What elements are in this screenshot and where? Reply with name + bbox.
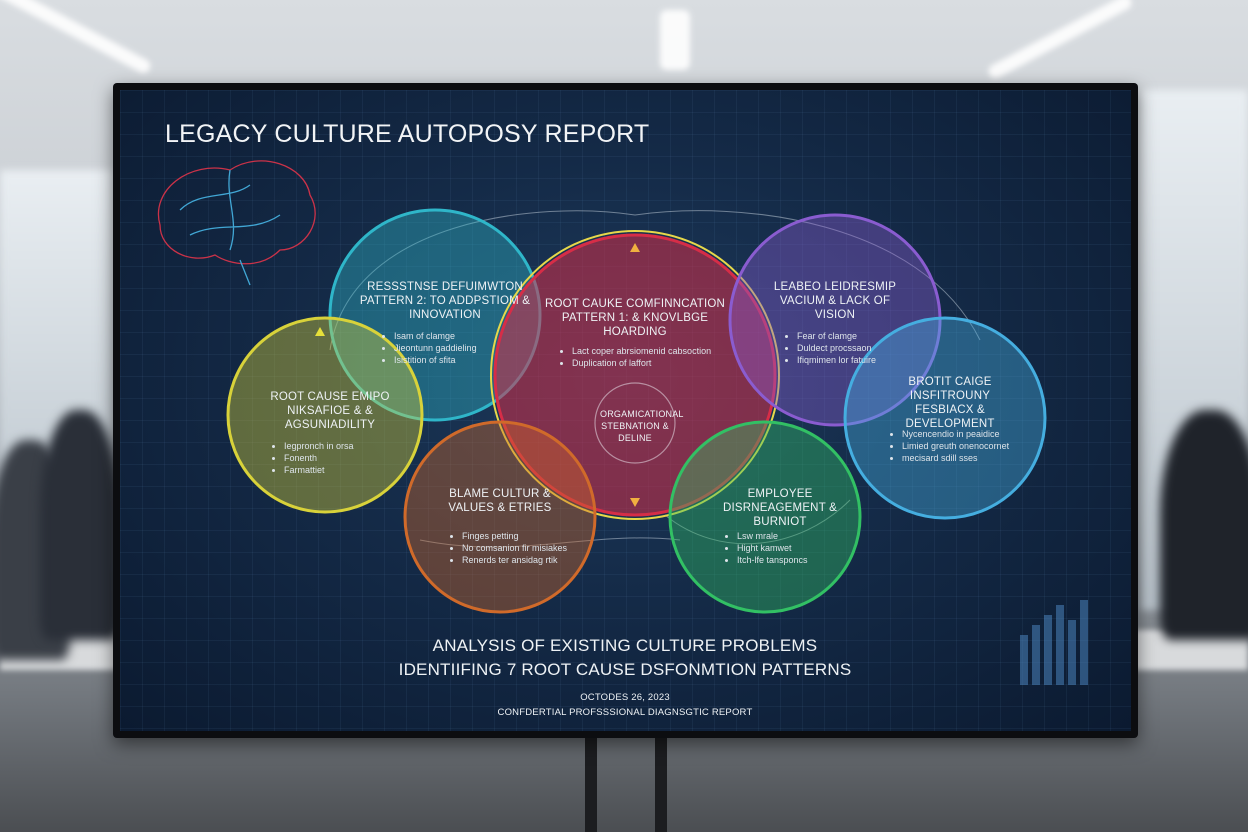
node-bullets: Fear of clamgeDuldect procssaonIfiqmimen… [785,330,876,366]
node-outline [490,230,780,520]
node-circle-leadership [728,213,942,427]
report-title: LEGACY CULTURE AUTOPOSY REPORT [165,120,650,148]
bullet: Lact coper abrsiomenid cabsoction [572,345,711,357]
bullet: No comsanion fir misiakes [462,542,567,554]
node-title: ROOT CAUSE EMIPO NIKSAFIOE & & AGSUNIADI… [270,391,390,431]
center-label: ORGAMICATIONAL STEBNATION & DELINE [600,409,684,443]
bullet: Duldect procssaon [797,342,876,354]
person-silhouette [40,410,120,640]
bullet: Lsw mrale [737,530,808,542]
node-bullets: Iegpronch in orsaFonenthFarmattiet [272,440,354,476]
arrow-marker-up [315,327,325,336]
bullet: Isistition of sfita [394,354,477,366]
monitor-stand [655,738,667,832]
bullet: Farmattiet [284,464,354,476]
node-bullets: Finges pettingNo comsanion fir misiakesR… [450,530,567,566]
node-circle-blame [403,420,597,614]
brain-icon [157,160,316,286]
node-bullets: Lact coper abrsiomenid cabsoctionDuplica… [560,345,711,369]
person-silhouette [1160,410,1248,640]
bullet: Jieontunn gaddieling [394,342,477,354]
bullet: Isam of clamge [394,330,477,342]
bullet: Duplication of laffort [572,357,711,369]
ceiling-light [0,0,153,76]
bullet: Renerds ter ansidag rtik [462,554,567,566]
node-circle-empowerment [226,316,424,514]
ceiling-light [660,10,690,70]
bullet: Itch-lfe tansponcs [737,554,808,566]
bullet: Hight kamwet [737,542,808,554]
bullet: Finges petting [462,530,567,542]
arrow-marker-down [630,498,640,507]
node-title: BROTIT CAIGE INSFITROUNY FESBIACX & DEVE… [905,376,995,430]
bullet: Ifiqmimen lor fatuire [797,354,876,366]
report-date: OCTODES 26, 2023 [580,692,670,703]
bullet: Fear of clamge [797,330,876,342]
node-bullets: Lsw mraleHight kamwetItch-lfe tansponcs [725,530,808,566]
node-title: LEABEO LEIDRESMIP VACIUM & LACK OF VISIO… [773,281,897,321]
bullet: Iegpronch in orsa [284,440,354,452]
node-title: EMPLOYEE DISRNEAGEMENT & BURNIOT [723,488,837,528]
bullet: Fonenth [284,452,354,464]
node-title: BLAME CULTUR & VALUES & ETRIES [448,488,552,514]
subtitle-line-1: ANALYSIS OF EXISTING CULTURE PROBLEMS [432,636,818,655]
node-bullets: Isam of clamgeJieontunn gaddielingIsisti… [382,330,477,366]
report-slide: LEGACY CULTURE AUTOPOSY REPORT RESSSTNSE… [120,90,1131,731]
arrow-marker-up [630,243,640,252]
node-circle-disengagement [668,420,862,614]
subtitle-line-2: IDENTIIFING 7 ROOT CAUSE DSFONMTION PATT… [398,660,852,679]
center-ring [594,382,676,464]
report-footer: CONFDERTIAL PROFSSSIONAL DIAGNSGTIC REPO… [497,707,753,718]
display-monitor: LEGACY CULTURE AUTOPOSY REPORT RESSSTNSE… [113,83,1138,738]
node-bullets: Nycencendio in peaidiceLimied greuth one… [890,428,1009,464]
node-title: ROOT CAUKE COMFINNCATION PATTERN 1: & KN… [544,298,726,338]
bullet: Limied greuth onenocornet [902,440,1009,452]
ceiling-light [986,0,1134,81]
bar-chart-decoration [1020,600,1088,685]
diagram-svg [157,160,1088,685]
node-title: RESSSTNSE DEFUIMWTON PATTERN 2: TO ADDPS… [359,281,531,321]
monitor-stand [585,738,597,832]
bullet: mecisard sdill sses [902,452,1009,464]
connector-lines [329,210,981,548]
node-circle-feedback [843,316,1047,520]
bullet: Nycencendio in peaidice [902,428,1009,440]
